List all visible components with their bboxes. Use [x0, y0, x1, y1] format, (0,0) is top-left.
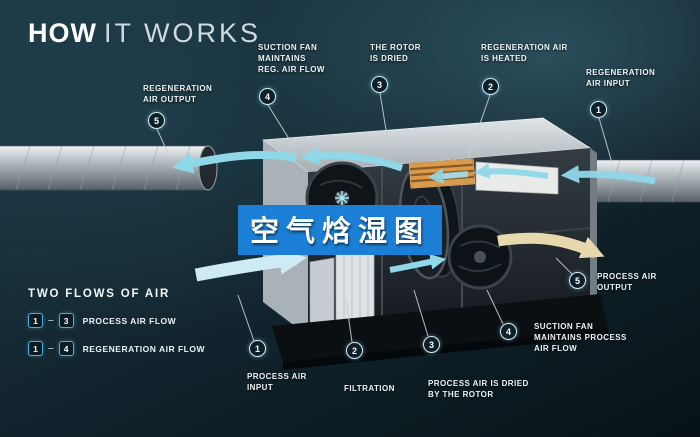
process-outlet-arrow [497, 232, 605, 259]
badge-filtration-2: 2 [346, 342, 363, 359]
label-filtration: FILTRATION [344, 384, 395, 393]
process-internal-arrow [389, 254, 447, 273]
badge-process-input-1: 1 [249, 340, 266, 357]
leader-lines [156, 92, 613, 343]
label-suction-fan-process: SUCTION FAN MAINTAINS PROCESS AIR FLOW [534, 322, 627, 353]
legend-two-flows: TWO FLOWS OF AIR 1 – 3 PROCESS AIR FLOW … [28, 288, 205, 356]
badge-rotor-dried-3: 3 [371, 76, 388, 93]
legend-row-process-air: 1 – 3 PROCESS AIR FLOW [28, 313, 205, 328]
process-fan [447, 224, 513, 290]
legend-label-process-air-flow: PROCESS AIR FLOW [82, 315, 177, 326]
legend-label-regeneration-air-flow: REGENERATION AIR FLOW [82, 343, 205, 354]
label-regeneration-air-output: REGENERATION AIR OUTPUT [143, 84, 213, 104]
regen-outlet-arrow [171, 150, 297, 174]
regen-inlet-arrow [560, 165, 656, 185]
legend-badge-4: 4 [58, 341, 74, 356]
title-word-it-works: IT WORKS [103, 18, 261, 48]
legend-dash: – [48, 315, 54, 326]
badge-process-output-5: 5 [569, 272, 586, 289]
legend-heading: TWO FLOWS OF AIR [28, 288, 171, 300]
label-process-air-input: PROCESS AIR INPUT [247, 372, 307, 392]
filter-section [309, 233, 375, 337]
badge-regen-output-5: 5 [148, 112, 165, 129]
chinese-watermark-overlay: 空气焓湿图 [238, 205, 443, 255]
label-regeneration-air-input: REGENERATION AIR INPUT [586, 68, 656, 88]
legend-row-regeneration-air: 1 – 4 REGENERATION AIR FLOW [28, 341, 205, 356]
regen-fan-arrow [300, 146, 404, 172]
badge-regen-heated-2: 2 [482, 78, 499, 95]
legend-badge-1: 1 [28, 341, 43, 356]
label-regen-air-heated: REGENERATION AIR IS HEATED [481, 43, 568, 63]
label-process-air-output: PROCESS AIR OUTPUT [597, 272, 657, 292]
process-inlet-arrow [194, 247, 307, 282]
title-word-how: HOW [28, 18, 97, 48]
legend-badge-3: 3 [58, 313, 74, 328]
legend-badge-1: 1 [28, 313, 43, 328]
label-rotor-is-dried: THE ROTOR IS DRIED [370, 43, 422, 63]
legend-dash: – [48, 343, 54, 354]
label-suction-fan-reg: SUCTION FAN MAINTAINS REG. AIR FLOW [258, 43, 325, 74]
label-process-air-dried: PROCESS AIR IS DRIED BY THE ROTOR [428, 379, 529, 399]
regen-rotor-arrow [427, 168, 469, 184]
badge-process-dried-3: 3 [423, 336, 440, 353]
badge-regen-input-1: 1 [590, 101, 607, 118]
fan-hub-sparkle [335, 191, 349, 205]
airflow-arrows [171, 146, 656, 282]
badge-suction-fan-reg-4: 4 [259, 88, 276, 105]
regen-heater-arrow [473, 163, 549, 179]
badge-suction-fan-process-4: 4 [500, 323, 517, 340]
